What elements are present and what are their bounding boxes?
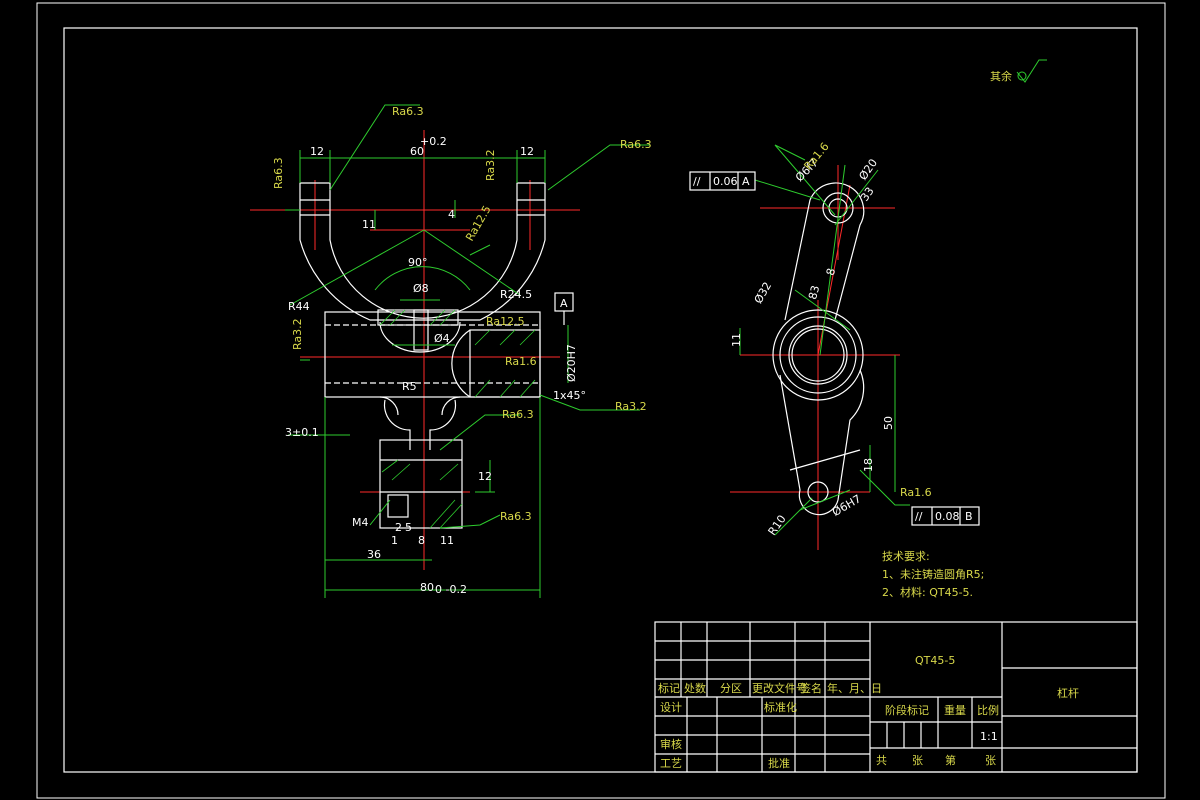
dim-3: 3±0.1 xyxy=(285,426,319,439)
dim-36: 36 xyxy=(367,548,381,561)
dim-1: 1 xyxy=(391,534,398,547)
roughness-ra-5: Ra12.5 xyxy=(463,203,494,243)
roughness-ra-6: Ra3.2 xyxy=(291,318,304,350)
other-roughness-note: 其余 xyxy=(990,59,1047,83)
roughness-ra-10: Ra6.3 xyxy=(502,408,534,421)
dim-8-side: 8 xyxy=(824,267,838,277)
roughness-ra-3: Ra6.3 xyxy=(272,157,285,189)
dim-33: 33 xyxy=(858,185,877,204)
dim-11: 11 xyxy=(362,218,376,231)
other-roughness-label: 其余 xyxy=(990,69,1012,83)
roughness-ra-11: Ra6.3 xyxy=(500,510,532,523)
dim-80: 80 xyxy=(420,581,434,594)
roughness-ra-1: Ra6.3 xyxy=(392,105,424,118)
dim-83: 83 xyxy=(806,284,822,301)
dim-m4: M4 xyxy=(352,516,369,529)
dim-60: 60 xyxy=(410,145,424,158)
dim-12-left: 12 xyxy=(310,145,324,158)
tb-total: 共 xyxy=(876,754,887,767)
tb-sheet2: 张 xyxy=(985,754,996,767)
tol-b-symbol: // xyxy=(915,510,923,523)
tb-weight: 重量 xyxy=(944,703,966,717)
tb-design: 设计 xyxy=(660,701,682,714)
tb-scale: 比例 xyxy=(977,703,999,717)
front-view: +0.2 12 60 12 4 11 90° Ø8 Ø4 R44 R24.5 Ø… xyxy=(250,104,652,598)
dim-11-side: 11 xyxy=(730,333,743,347)
tb-doc: 更改文件号 xyxy=(752,681,807,695)
dim-bore: Ø20H7 xyxy=(565,344,578,382)
tech-req-item-1: 1、未注铸造圆角R5; xyxy=(882,567,984,581)
dim-top-tol: +0.2 xyxy=(420,135,447,148)
dim-r5: R5 xyxy=(402,380,417,393)
roughness-ra-9: Ra3.2 xyxy=(615,400,647,413)
dim-12-right: 12 xyxy=(520,145,534,158)
tb-page: 第 xyxy=(945,753,956,767)
tb-standard: 标准化 xyxy=(764,700,797,714)
dim-2: 2 xyxy=(395,521,402,534)
part-name: 杠杆 xyxy=(1057,686,1079,700)
roughness-ra-2: Ra6.3 xyxy=(620,138,652,151)
tech-req-title: 技术要求: xyxy=(882,550,930,563)
tb-process: 工艺 xyxy=(660,757,682,770)
dim-12-vert: 12 xyxy=(478,470,492,483)
dim-5: 5 xyxy=(405,521,412,534)
tb-sign: 签名 xyxy=(800,681,822,695)
tb-stage: 阶段标记 xyxy=(885,703,929,717)
tolerance-frame-b: // 0.08 B xyxy=(911,506,980,526)
tech-req-item-2: 2、材料: QT45-5. xyxy=(882,585,973,599)
tb-zone: 分区 xyxy=(720,682,742,695)
dim-angle-90: 90° xyxy=(408,256,428,269)
dim-dia32: Ø32 xyxy=(752,280,775,306)
roughness-ra-8: Ra1.6 xyxy=(505,355,537,368)
tb-count: 处数 xyxy=(684,682,706,695)
tb-date: 年、月、日 xyxy=(827,681,882,695)
dim-80-tol: 0 -0.2 xyxy=(435,583,467,596)
dim-18: 18 xyxy=(862,458,875,472)
dim-4: 4 xyxy=(448,208,455,221)
tol-a-symbol: // xyxy=(693,175,701,188)
side-roughness-2: Ra1.6 xyxy=(900,486,932,499)
side-view: // 0.06 A // 0.08 B Ø6f7 Ø20 33 8 83 Ø32… xyxy=(689,140,980,550)
tb-mark: 标记 xyxy=(658,681,680,695)
material-text: QT45-5 xyxy=(915,654,955,667)
dim-50: 50 xyxy=(882,416,895,430)
dim-dia20: Ø20 xyxy=(856,157,880,183)
dim-r24: R24.5 xyxy=(500,288,532,301)
dim-11-bottom: 11 xyxy=(440,534,454,547)
dim-8-bottom: 8 xyxy=(418,534,425,547)
roughness-ra-4: Ra3.2 xyxy=(484,149,497,181)
dim-r44: R44 xyxy=(288,300,310,313)
tol-a-value: 0.06 xyxy=(713,175,738,188)
tol-b-value: 0.08 xyxy=(935,510,960,523)
tb-approve: 批准 xyxy=(768,756,790,770)
tb-review: 审核 xyxy=(660,737,682,751)
dim-dia8: Ø8 xyxy=(413,282,429,295)
roughness-ra-7: Ra12.5 xyxy=(486,315,525,328)
dim-chamfer: 1x45° xyxy=(553,389,586,402)
tol-b-ref: B xyxy=(965,510,973,523)
tb-scale-value: 1:1 xyxy=(980,730,998,743)
inner-border xyxy=(63,27,1138,773)
dim-dia4: Ø4 xyxy=(434,332,450,345)
outer-border xyxy=(36,2,1166,799)
tol-a-ref: A xyxy=(742,175,750,188)
tolerance-frame-a: // 0.06 A xyxy=(689,171,756,191)
datum-a-label: A xyxy=(560,297,568,310)
tb-sheets: 张 xyxy=(912,754,923,767)
technical-requirements: 技术要求: 1、未注铸造圆角R5; 2、材料: QT45-5. xyxy=(882,550,984,599)
title-block: QT45-5 杠杆 标记 处数 分区 更改文件号 签名 年、月、日 设计 标准化… xyxy=(654,621,1138,773)
